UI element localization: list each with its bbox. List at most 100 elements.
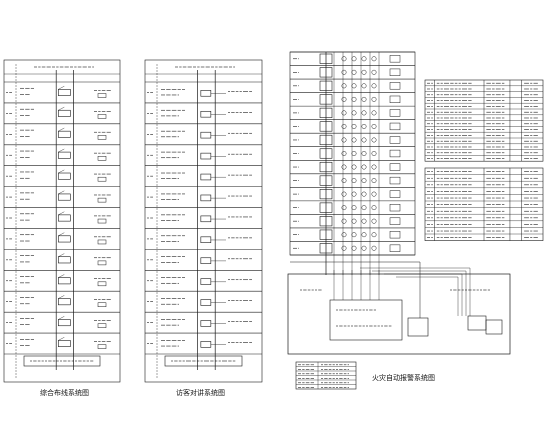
detector-symbol	[341, 205, 347, 211]
detector-symbol	[351, 123, 357, 129]
manual-call-point	[389, 82, 401, 90]
detector-symbol	[361, 205, 367, 211]
terminal-symbol	[97, 302, 107, 307]
detector-symbol	[341, 191, 347, 197]
base-equipment-box	[23, 355, 101, 367]
intercom-unit	[200, 110, 212, 118]
panel-border	[3, 59, 121, 383]
intercom-unit	[200, 278, 212, 285]
detector-symbol	[371, 69, 377, 75]
detector-symbol	[361, 137, 367, 143]
triangle-side	[58, 86, 65, 90]
detector-symbol	[341, 69, 347, 75]
detector-symbol	[351, 191, 357, 197]
manual-call-point	[389, 95, 401, 103]
detector-symbol	[361, 245, 367, 251]
detector-symbol	[341, 96, 347, 102]
manual-call-point	[389, 231, 401, 239]
detector-symbol	[351, 96, 357, 102]
distribution-box	[58, 256, 71, 264]
intercom-unit	[200, 131, 212, 139]
legend-table-top	[424, 79, 544, 162]
detector-symbol	[361, 69, 367, 75]
detector-symbol	[341, 232, 347, 238]
distribution-box	[58, 109, 71, 117]
detector-symbol	[361, 164, 367, 170]
terminal-symbol	[97, 323, 107, 328]
detector-symbol	[351, 218, 357, 224]
detector-symbol	[351, 245, 357, 251]
detector-symbol	[371, 232, 377, 238]
detector-symbol	[341, 151, 347, 156]
monitor-box	[467, 315, 487, 331]
distribution-box	[58, 277, 71, 285]
manual-call-point	[389, 176, 401, 185]
detector-symbol	[371, 164, 377, 170]
manual-call-point	[389, 244, 401, 252]
distribution-box	[58, 319, 71, 327]
manual-call-point	[389, 109, 401, 117]
triangle-side	[58, 295, 65, 299]
intercom-unit	[200, 341, 212, 348]
terminal-symbol	[97, 281, 107, 287]
terminal-symbol	[97, 135, 107, 140]
manual-call-point	[389, 149, 401, 158]
legend-table-bottom	[424, 167, 544, 241]
triangle-side	[58, 211, 65, 216]
intercom-unit	[200, 257, 212, 264]
detector-symbol	[371, 96, 377, 102]
detector-symbol	[341, 137, 347, 143]
panel-border	[144, 59, 263, 383]
detector-symbol	[371, 137, 377, 143]
triangle-side	[58, 148, 65, 153]
triangle-side	[58, 127, 65, 132]
detector-symbol	[351, 83, 357, 89]
terminal-symbol	[97, 197, 107, 203]
detector-symbol	[351, 110, 357, 116]
distribution-box	[58, 193, 71, 201]
intercom-unit	[200, 194, 212, 202]
distribution-box	[58, 151, 71, 159]
distribution-box	[58, 340, 71, 347]
linkage-panel	[407, 317, 429, 337]
fire-alarm-system-diagram	[289, 51, 416, 275]
detector-symbol	[341, 178, 347, 184]
detector-symbol	[361, 178, 367, 184]
detector-symbol	[371, 245, 377, 251]
detector-symbol	[361, 110, 367, 116]
distribution-box	[58, 89, 71, 96]
detector-symbol	[371, 110, 377, 116]
detector-symbol	[361, 191, 367, 197]
terminal-symbol	[97, 344, 107, 349]
detector-symbol	[351, 205, 357, 211]
detector-symbol	[351, 151, 357, 156]
terminal-symbol	[97, 114, 107, 119]
fire-alarm-caption: 火灾自动报警系统图	[372, 374, 435, 382]
manual-call-point	[389, 217, 401, 225]
manual-call-point	[389, 68, 401, 76]
intercom-unit	[200, 152, 212, 160]
intercom-unit	[200, 299, 212, 306]
distribution-box	[58, 235, 71, 243]
detector-symbol	[371, 151, 377, 156]
manual-call-point	[389, 190, 401, 198]
detector-symbol	[371, 56, 377, 62]
fire-control-room-cabinet	[287, 261, 511, 355]
intercom-unit	[200, 90, 212, 97]
fire-alarm-controller	[329, 299, 403, 341]
detector-symbol	[351, 178, 357, 184]
distribution-box	[58, 130, 71, 138]
detector-symbol	[341, 218, 347, 224]
distribution-box	[58, 298, 71, 306]
detector-symbol	[341, 110, 347, 116]
triangle-side	[58, 232, 65, 236]
distribution-box	[58, 172, 71, 180]
detector-symbol	[371, 205, 377, 211]
manual-call-point	[389, 122, 401, 131]
detector-symbol	[371, 83, 377, 89]
terminal-symbol	[97, 93, 107, 98]
detector-symbol	[361, 96, 367, 102]
terminal-symbol	[97, 176, 107, 182]
triangle-side	[58, 169, 65, 174]
detector-symbol	[371, 123, 377, 129]
